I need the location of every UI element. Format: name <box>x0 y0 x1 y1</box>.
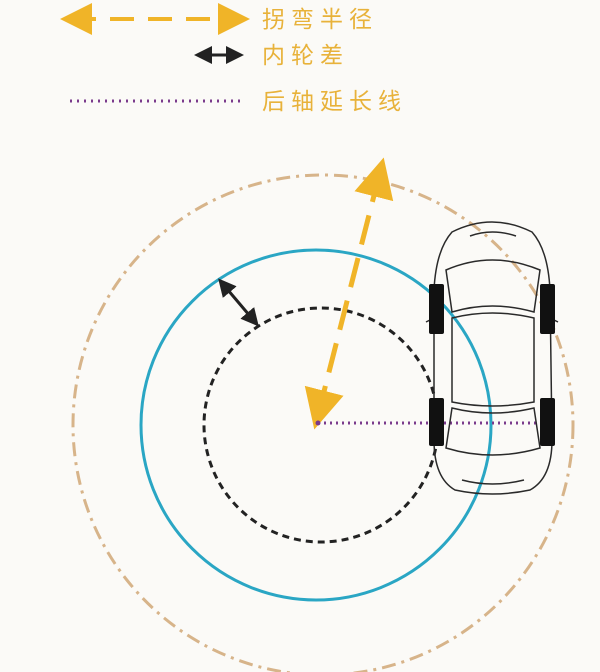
wheel-front-right <box>540 284 555 334</box>
car-hood-line <box>469 231 517 237</box>
legend-item-turning-radius: 拐弯半径 <box>60 3 378 35</box>
car-roof <box>451 312 535 407</box>
inner-wheel-difference-arrow <box>218 278 259 327</box>
legend-item-inner-wheel-difference: 内轮差 <box>194 43 349 69</box>
car-trunk-line <box>461 479 525 485</box>
wheel-rear-right <box>540 398 555 446</box>
legend-label: 内轮差 <box>262 43 349 69</box>
legend-item-rear-axle-extension: 后轴延长线 <box>70 89 407 115</box>
legend-label: 拐弯半径 <box>262 7 378 33</box>
rear-wheel-path-circle <box>202 306 440 544</box>
car-windshield <box>445 259 541 313</box>
legend-label: 后轴延长线 <box>262 89 407 115</box>
turning-radius-arrow <box>304 157 394 430</box>
legend: 拐弯半径 内轮差 后轴延长线 <box>60 3 407 115</box>
wheel-rear-left <box>429 398 444 446</box>
car-top-view <box>425 221 559 495</box>
car-wheels <box>429 284 555 446</box>
wheel-front-left <box>429 284 444 334</box>
outer-dash-dot-circle <box>71 173 575 672</box>
car-rear-window <box>445 407 541 456</box>
turning-center-point <box>315 420 321 426</box>
